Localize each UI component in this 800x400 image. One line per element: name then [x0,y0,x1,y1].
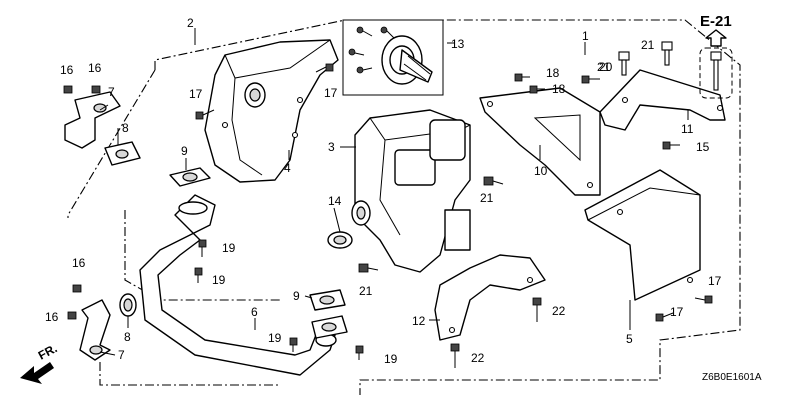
label-part-9-upper: 9 [181,144,188,158]
muffler-3 [351,109,471,273]
label-part-16-b: 16 [88,61,102,75]
exhaust-gasket-8-lower [119,293,137,317]
muffler-protector-2 [204,39,339,183]
label-part-5: 5 [626,332,633,346]
label-part-16-d: 16 [45,310,59,324]
label-part-19-c: 19 [268,331,282,345]
label-part-22-a: 22 [552,304,566,318]
exhaust-gasket-9-upper [169,167,211,187]
label-part-15: 15 [696,140,710,154]
label-part-21-b: 21 [641,38,655,52]
muffler-shield-5 [584,169,701,301]
label-part-7-upper: 7 [108,85,115,99]
cross-reference-e21 [699,29,733,99]
label-part-17-a: 17 [189,87,203,101]
label-part-19-d: 19 [384,352,398,366]
label-part-16-c: 16 [72,256,86,270]
exhaust-gasket-9-lower [309,289,348,339]
exhaust-gasket-8-upper [104,141,141,166]
callout-labels: 2 1 13 3 4 5 6 7 7 8 8 9 9 10 11 12 14 1… [36,13,762,383]
exhaust-flange-7-upper [64,91,121,149]
muffler-stay-12 [434,254,546,341]
label-part-19-b: 19 [212,273,226,287]
label-part-4: 4 [284,161,291,175]
label-part-20: 20 [599,60,613,74]
label-part-10: 10 [534,164,548,178]
label-part-21-c: 21 [480,191,494,205]
hardware [63,41,722,368]
spark-arrester-13 [342,19,444,96]
label-part-8-upper: 8 [122,121,129,135]
exhaust-pipe-6 [139,194,337,376]
label-part-12: 12 [412,314,426,328]
front-direction-arrow [20,362,54,384]
exhaust-flange-7-lower [79,299,111,361]
reference-section-label: E-21 [700,13,732,30]
label-part-2: 2 [187,16,194,30]
label-part-16-a: 16 [60,63,74,77]
label-part-9-lower: 9 [293,289,300,303]
muffler-stay-10 [479,87,601,196]
diagram-code: Z6B0E1601A [702,372,762,383]
label-part-17-b: 17 [324,86,338,100]
label-part-19-a: 19 [222,241,236,255]
leader-lines [99,28,689,356]
label-part-1: 1 [582,29,589,43]
label-part-3: 3 [328,140,335,154]
label-part-21-d: 21 [359,284,373,298]
label-part-6: 6 [251,305,258,319]
label-part-18-b: 18 [552,82,566,96]
label-part-17-c: 17 [708,274,722,288]
label-part-14: 14 [328,194,342,208]
label-part-21-a: 21 [597,60,611,74]
muffler-gasket-14 [327,231,353,249]
label-part-17-d: 17 [670,305,684,319]
bracket-11 [599,69,726,131]
label-part-11: 11 [681,122,694,136]
label-part-7-lower: 7 [118,348,125,362]
label-part-18-a: 18 [546,66,560,80]
label-part-13: 13 [451,37,465,51]
front-label: FR. [36,341,60,362]
label-part-8-lower: 8 [124,330,131,344]
label-part-22-b: 22 [471,351,485,365]
